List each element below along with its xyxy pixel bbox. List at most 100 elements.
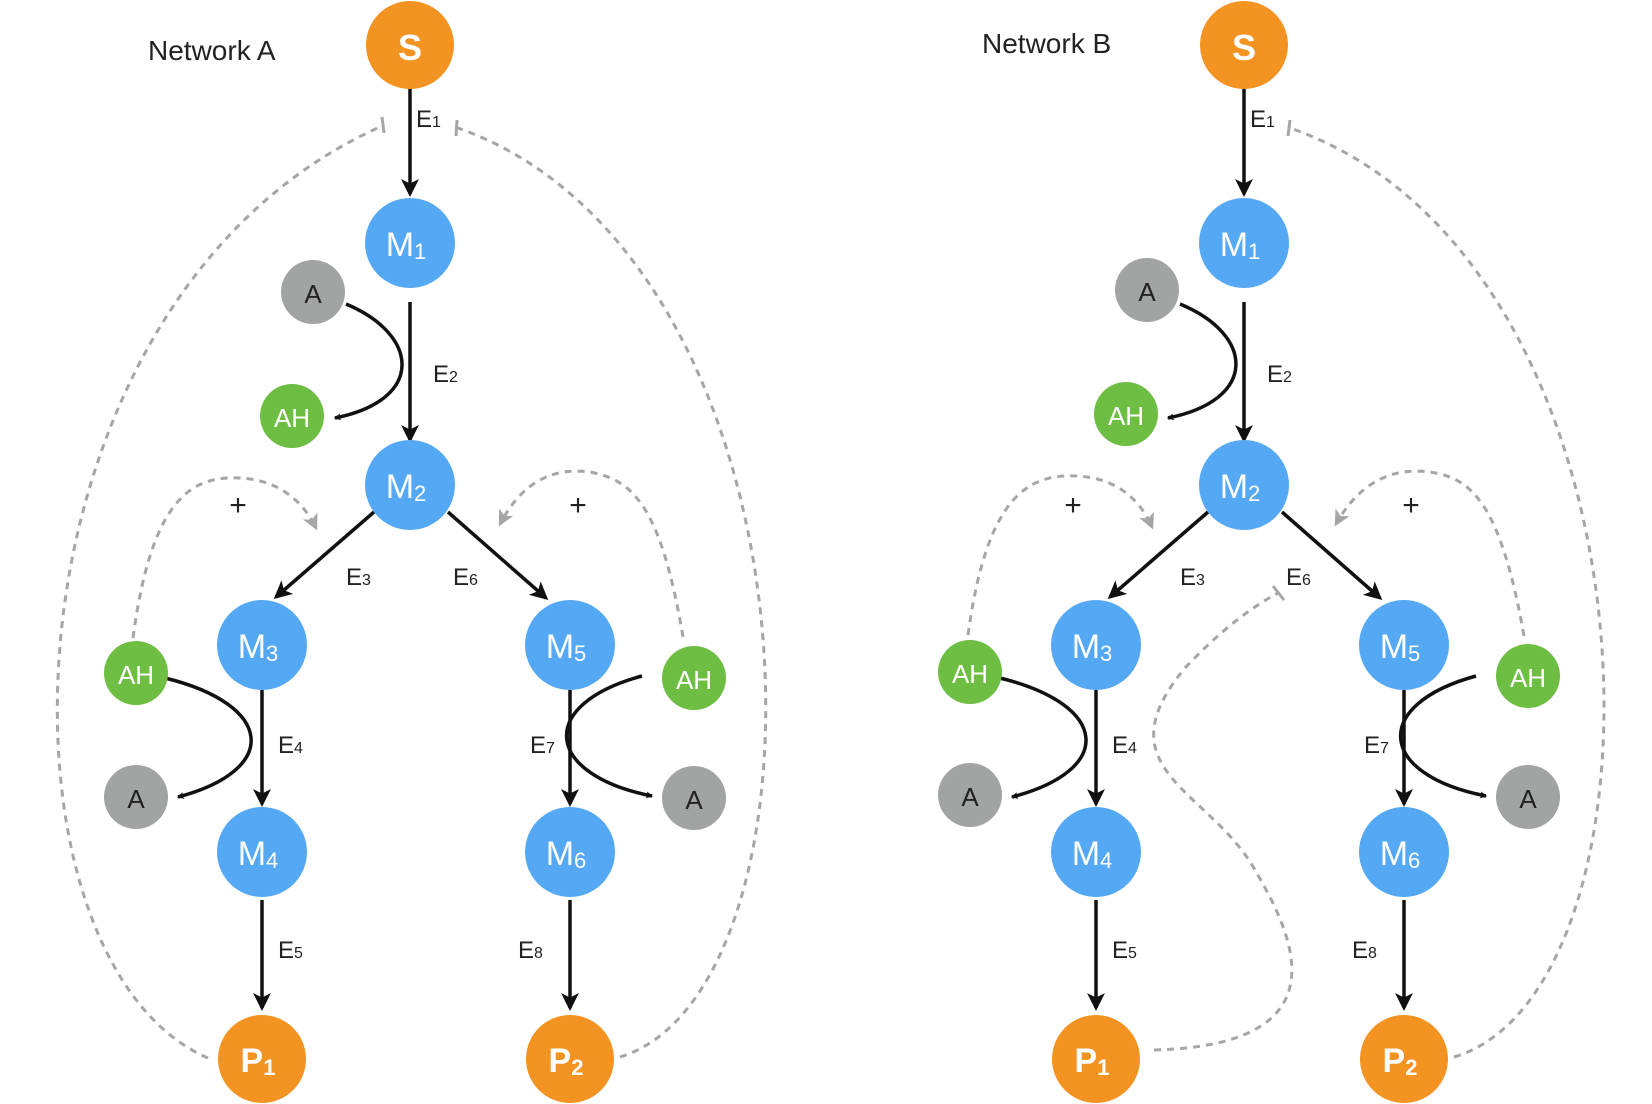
svg-text:AH: AH xyxy=(1108,401,1144,431)
svg-text:P1: P1 xyxy=(1075,1042,1110,1080)
cofactor-a-left-b: A xyxy=(938,763,1002,827)
cofactor-a-left: A xyxy=(104,765,168,829)
svg-text:M4: M4 xyxy=(1072,835,1113,873)
svg-text:M3: M3 xyxy=(1072,628,1113,666)
svg-text:M6: M6 xyxy=(546,835,587,873)
flux-m2-m3 xyxy=(273,510,376,599)
node-m5: M5 xyxy=(525,600,615,690)
enzyme-e3-label-b: E3 xyxy=(1180,564,1205,591)
svg-text:M6: M6 xyxy=(1380,835,1421,873)
svg-text:AH: AH xyxy=(274,403,310,433)
activation-ah-to-e6-b xyxy=(1334,469,1526,637)
cofactor-a-to-ah-top xyxy=(333,302,404,421)
network-b-title: Network B xyxy=(982,28,1111,59)
enzyme-e1-label-b: E1 xyxy=(1250,106,1275,133)
node-m5-b: M5 xyxy=(1359,600,1449,690)
svg-text:M5: M5 xyxy=(1380,628,1421,666)
enzyme-e6-label: E6 xyxy=(453,564,478,591)
svg-text:A: A xyxy=(304,279,322,309)
svg-text:AH: AH xyxy=(118,660,154,690)
node-m3: M3 xyxy=(217,600,307,690)
node-m4-b: M4 xyxy=(1051,807,1141,897)
network-b-flux xyxy=(999,88,1488,1011)
svg-text:P2: P2 xyxy=(549,1042,584,1080)
network-a-nodes: S M1 M2 M3 M4 M5 xyxy=(104,1,726,1103)
enzyme-e2-label-b: E2 xyxy=(1267,361,1292,388)
cofactor-ah-to-a-left-b xyxy=(999,676,1088,799)
svg-text:M1: M1 xyxy=(386,226,427,264)
node-m4: M4 xyxy=(217,807,307,897)
enzyme-e7-label: E7 xyxy=(530,732,555,759)
cofactor-ah-top: AH xyxy=(260,384,324,448)
cofactor-ah-to-a-right-b xyxy=(1399,674,1488,799)
inhibition-bar-p1-e6 xyxy=(1271,585,1286,601)
network-b-nodes: S M1 M2 M3 M4 M5 xyxy=(938,1,1560,1103)
flux-m2-m5-b xyxy=(1280,510,1383,600)
enzyme-e4-label: E4 xyxy=(278,732,303,759)
cofactor-ah-to-a-right xyxy=(565,674,654,799)
node-m2: M2 xyxy=(365,440,455,530)
network-b-enzyme-labels: E1 E2 E3 E4 E5 E6 E7 E8 xyxy=(1112,106,1389,964)
network-a-enzyme-labels: E1 E2 E3 E4 E5 E6 E7 E8 xyxy=(278,106,555,964)
cofactor-a-right: A xyxy=(662,766,726,830)
svg-text:P2: P2 xyxy=(1383,1042,1418,1080)
inhibition-p1-to-e6 xyxy=(1152,591,1294,1052)
enzyme-e4-label-b: E4 xyxy=(1112,732,1137,759)
svg-text:A: A xyxy=(685,785,703,815)
enzyme-e7-label-b: E7 xyxy=(1364,732,1389,759)
enzyme-e3-label: E3 xyxy=(346,564,371,591)
svg-text:AH: AH xyxy=(676,665,712,695)
network-a: Network A + + E1 xyxy=(55,1,768,1103)
svg-text:S: S xyxy=(1232,27,1256,68)
node-m1: M1 xyxy=(365,198,455,288)
enzyme-e8-label-b: E8 xyxy=(1352,937,1377,964)
svg-text:M2: M2 xyxy=(386,468,427,506)
network-a-flux xyxy=(164,88,654,1011)
activation-plus-left-b: + xyxy=(1064,489,1082,522)
network-a-title: Network A xyxy=(148,35,276,66)
activation-plus-left: + xyxy=(229,489,247,522)
cofactor-ah-left-b: AH xyxy=(938,640,1002,704)
enzyme-e2-label: E2 xyxy=(433,361,458,388)
cofactor-ah-right: AH xyxy=(662,646,726,710)
flux-m2-m5 xyxy=(446,510,549,600)
enzyme-e5-label-b: E5 xyxy=(1112,937,1137,964)
inhibition-bar-p2-e1 xyxy=(454,119,459,137)
node-p2: P2 xyxy=(526,1015,614,1103)
network-b: Network B + + E1 xyxy=(938,1,1606,1103)
svg-text:M5: M5 xyxy=(546,628,587,666)
enzyme-e8-label: E8 xyxy=(518,937,543,964)
svg-text:A: A xyxy=(961,782,979,812)
network-b-regulation xyxy=(966,119,1606,1059)
svg-text:A: A xyxy=(1138,277,1156,307)
svg-text:M3: M3 xyxy=(238,628,279,666)
enzyme-e1-label: E1 xyxy=(416,106,441,133)
cofactor-ah-top-b: AH xyxy=(1094,382,1158,446)
cofactor-a-right-b: A xyxy=(1496,765,1560,829)
node-m2-b: M2 xyxy=(1199,440,1289,530)
activation-ah-to-e3 xyxy=(131,476,318,639)
cofactor-a-top-b: A xyxy=(1115,258,1179,322)
node-p2-b: P2 xyxy=(1360,1015,1448,1103)
svg-text:A: A xyxy=(127,784,145,814)
node-m6-b: M6 xyxy=(1359,807,1449,897)
svg-text:M4: M4 xyxy=(238,835,279,873)
node-m6: M6 xyxy=(525,807,615,897)
node-s-b: S xyxy=(1200,1,1288,89)
inhibition-p2-to-e1 xyxy=(1289,126,1606,1059)
activation-ah-to-e3-b xyxy=(966,474,1154,636)
inhibition-p2-to-e1 xyxy=(457,126,768,1059)
activation-plus-right: + xyxy=(569,489,587,522)
inhibition-bar-p1-e1 xyxy=(380,116,386,134)
node-p1: P1 xyxy=(218,1015,306,1103)
inhibition-bar-p2-e1 xyxy=(1286,119,1292,137)
svg-text:AH: AH xyxy=(952,659,988,689)
cofactor-a-to-ah-top-b xyxy=(1166,302,1238,421)
enzyme-e6-label-b: E6 xyxy=(1286,564,1311,591)
enzyme-e5-label: E5 xyxy=(278,937,303,964)
network-a-regulation xyxy=(55,116,768,1060)
svg-text:M2: M2 xyxy=(1220,468,1261,506)
svg-text:P1: P1 xyxy=(241,1042,276,1080)
cofactor-ah-right-b: AH xyxy=(1496,644,1560,708)
